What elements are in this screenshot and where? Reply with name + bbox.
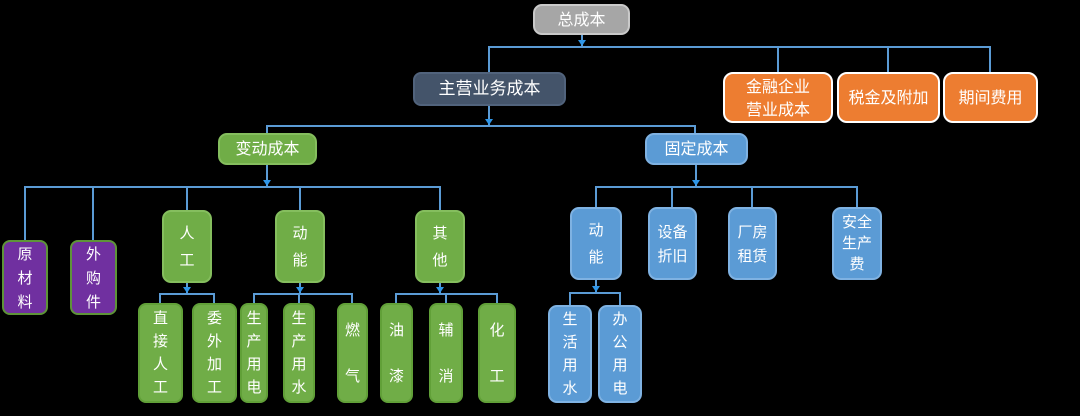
node-financial-operating-cost: 金融企业 营业成本 [723, 72, 833, 123]
node-office-electricity: 办 公 用 电 [598, 305, 642, 403]
connector-arrow-icon [436, 287, 444, 293]
node-production-water: 生 产 用 水 [283, 303, 315, 403]
node-variable-cost: 变动成本 [218, 133, 317, 165]
connector-line [595, 187, 597, 207]
node-labor: 人 工 [162, 210, 212, 283]
connector-line [299, 187, 301, 210]
node-equipment-depreciation: 设备 折旧 [648, 207, 697, 280]
node-auxiliary-consumables: 辅 消 [429, 303, 463, 403]
connector-line [694, 126, 696, 133]
node-raw-materials: 原 材 料 [2, 240, 48, 315]
connector-line [253, 293, 353, 295]
node-safety-production-fee: 安全 生产 费 [832, 207, 882, 280]
connector-line [619, 293, 621, 305]
node-power-variable: 动 能 [275, 210, 325, 283]
node-taxes-and-surcharges: 税金及附加 [837, 72, 940, 123]
connector-line [213, 294, 215, 303]
connector-line [488, 47, 490, 72]
connector-line [496, 294, 498, 303]
node-purchased-parts: 外 购 件 [70, 240, 117, 315]
connector-line [298, 294, 300, 303]
node-factory-rent: 厂房 租赁 [728, 207, 777, 280]
connector-line [777, 47, 779, 72]
connector-line [24, 187, 26, 240]
connector-line [24, 186, 441, 188]
connector-line [92, 187, 94, 240]
connector-line [395, 294, 397, 303]
node-other: 其 他 [415, 210, 465, 283]
node-gas: 燃 气 [337, 303, 368, 403]
connector-line [266, 165, 268, 187]
connector-line [856, 187, 858, 207]
connector-line [266, 126, 268, 133]
node-chemical: 化 工 [478, 303, 516, 403]
connector-line [266, 125, 696, 127]
node-outsourced-processing: 委 外 加 工 [192, 303, 237, 403]
connector-line [488, 106, 490, 126]
connector-line [595, 186, 858, 188]
node-period-expenses: 期间费用 [943, 72, 1038, 123]
connector-arrow-icon [578, 40, 586, 46]
connector-line [445, 294, 447, 303]
node-domestic-water: 生 活 用 水 [548, 305, 592, 403]
connector-line [253, 294, 255, 303]
connector-arrow-icon [592, 286, 600, 292]
node-power-fixed: 动 能 [570, 207, 622, 280]
connector-line [159, 293, 215, 295]
connector-line [989, 47, 991, 72]
node-fixed-cost: 固定成本 [645, 133, 748, 165]
node-main-business-cost: 主营业务成本 [413, 72, 566, 106]
connector-line [569, 292, 621, 294]
connector-line [186, 187, 188, 210]
node-total-cost: 总成本 [533, 4, 630, 35]
connector-line [439, 187, 441, 210]
connector-line [351, 294, 353, 303]
connector-line [887, 47, 889, 72]
connector-line [695, 165, 697, 187]
connector-arrow-icon [692, 180, 700, 186]
connector-arrow-icon [296, 287, 304, 293]
connector-line [569, 293, 571, 305]
connector-arrow-icon [485, 119, 493, 125]
connector-arrow-icon [183, 287, 191, 293]
node-production-electricity: 生 产 用 电 [240, 303, 268, 403]
node-paint: 油 漆 [380, 303, 413, 403]
node-direct-labor: 直 接 人 工 [138, 303, 183, 403]
connector-line [751, 187, 753, 207]
connector-line [159, 294, 161, 303]
connector-line [671, 187, 673, 207]
connector-arrow-icon [263, 180, 271, 186]
connector-line [488, 46, 991, 48]
